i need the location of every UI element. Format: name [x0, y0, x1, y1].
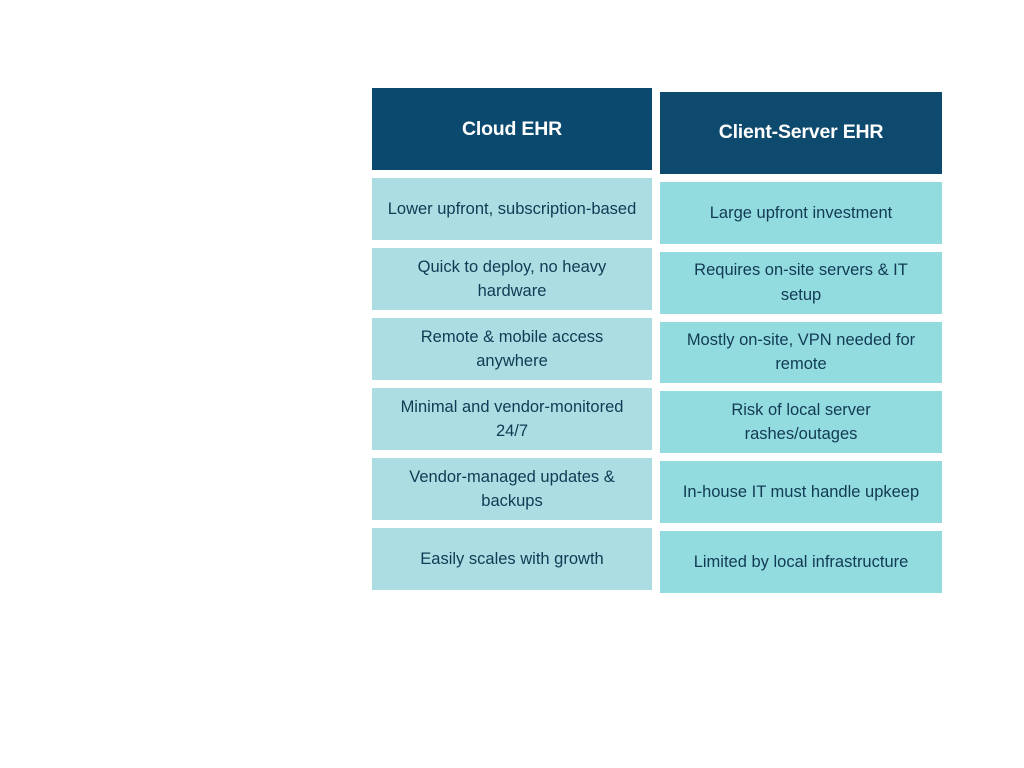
table-cell: Mostly on-site, VPN needed for remote	[660, 321, 942, 384]
table-cell: Risk of local server rashes/outages	[660, 391, 942, 454]
table-cell: Vendor-managed updates & backups	[372, 458, 652, 520]
comparison-table: Cloud EHR Lower upfront, subscription-ba…	[372, 88, 942, 594]
table-cell: Large upfront investment	[660, 181, 942, 244]
table-cell: In-house IT must handle upkeep	[660, 461, 942, 524]
table-cell: Lower upfront, subscription-based	[372, 178, 652, 240]
table-cell: Requires on-site servers & IT setup	[660, 251, 942, 314]
column-header-cloud-ehr: Cloud EHR	[372, 88, 652, 170]
table-column-client-server-ehr: Client-Server EHR Large upfront investme…	[660, 88, 942, 594]
table-cell: Limited by local infrastructure	[660, 531, 942, 594]
table-cell: Minimal and vendor-monitored 24/7	[372, 388, 652, 450]
table-cell: Quick to deploy, no heavy hardware	[372, 248, 652, 310]
table-column-cloud-ehr: Cloud EHR Lower upfront, subscription-ba…	[372, 88, 652, 593]
table-cell: Remote & mobile access anywhere	[372, 318, 652, 380]
column-header-client-server-ehr: Client-Server EHR	[660, 92, 942, 174]
table-cell: Easily scales with growth	[372, 528, 652, 590]
